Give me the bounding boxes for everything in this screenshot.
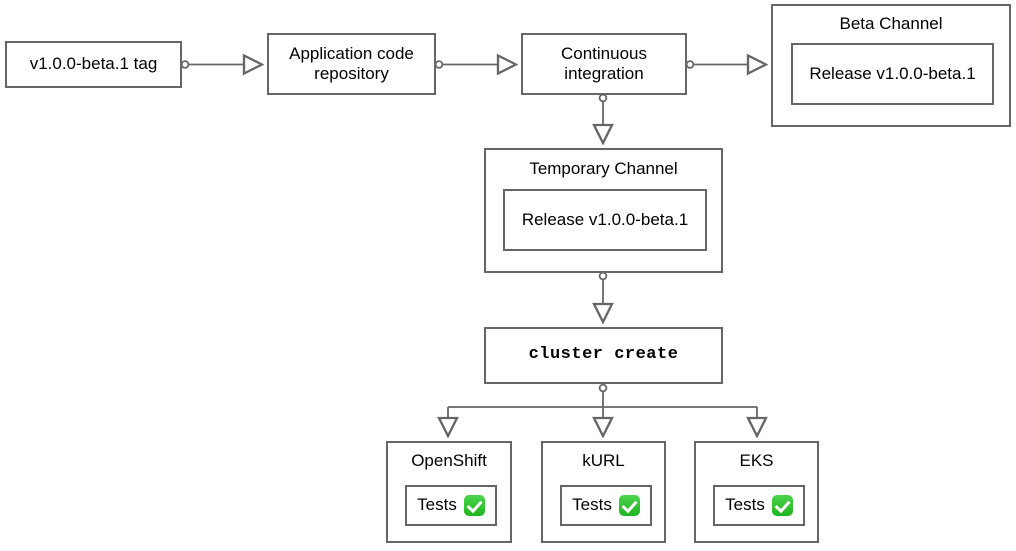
node-application-code-repository[interactable]: Application code repository <box>267 33 436 95</box>
edge-tag-to-repo <box>180 61 262 68</box>
green-check-icon <box>618 495 640 516</box>
node-continuous-integration[interactable]: Continuous integration <box>521 33 687 95</box>
node-continuous-integration-label: Continuous integration <box>560 43 647 83</box>
node-eks-tests[interactable]: Tests <box>713 485 805 526</box>
node-beta-channel-release[interactable]: Release v1.0.0-beta.1 <box>791 43 994 105</box>
node-temporary-channel-release[interactable]: Release v1.0.0-beta.1 <box>503 189 707 251</box>
node-temporary-channel[interactable]: Temporary Channel Release v1.0.0-beta.1 <box>484 148 723 273</box>
node-kurl-tests-label: Tests <box>572 495 612 515</box>
node-eks-title: EKS <box>739 451 774 470</box>
node-eks-tests-label: Tests <box>725 495 765 515</box>
node-kurl-tests[interactable]: Tests <box>560 485 652 526</box>
node-application-code-repository-label: Application code repository <box>289 43 414 83</box>
node-openshift[interactable]: OpenShift Tests <box>386 441 512 543</box>
edge-temporary-channel-to-cluster-create <box>600 271 607 322</box>
edge-ci-to-beta-channel <box>685 61 766 68</box>
node-tag[interactable]: v1.0.0-beta.1 tag <box>5 41 182 88</box>
node-kurl[interactable]: kURL Tests <box>541 441 666 543</box>
node-openshift-title: OpenShift <box>411 451 487 470</box>
node-cluster-create-label: cluster create <box>528 345 679 365</box>
node-openshift-tests-label: Tests <box>417 495 457 515</box>
node-tag-label: v1.0.0-beta.1 tag <box>29 54 158 74</box>
node-cluster-create[interactable]: cluster create <box>484 327 723 384</box>
node-beta-channel[interactable]: Beta Channel Release v1.0.0-beta.1 <box>771 4 1011 127</box>
edge-ci-to-temporary-channel <box>600 93 607 143</box>
edge-repo-to-ci <box>434 61 516 68</box>
node-kurl-title: kURL <box>582 451 625 470</box>
node-beta-channel-release-label: Release v1.0.0-beta.1 <box>809 63 976 83</box>
node-temporary-channel-release-label: Release v1.0.0-beta.1 <box>521 209 689 229</box>
node-temporary-channel-title: Temporary Channel <box>529 159 678 178</box>
green-check-icon <box>771 495 793 516</box>
node-beta-channel-title: Beta Channel <box>839 14 943 33</box>
node-eks[interactable]: EKS Tests <box>694 441 819 543</box>
node-openshift-tests[interactable]: Tests <box>405 485 497 526</box>
green-check-icon <box>463 495 485 516</box>
edge-cluster-create-to-platforms <box>448 383 757 436</box>
